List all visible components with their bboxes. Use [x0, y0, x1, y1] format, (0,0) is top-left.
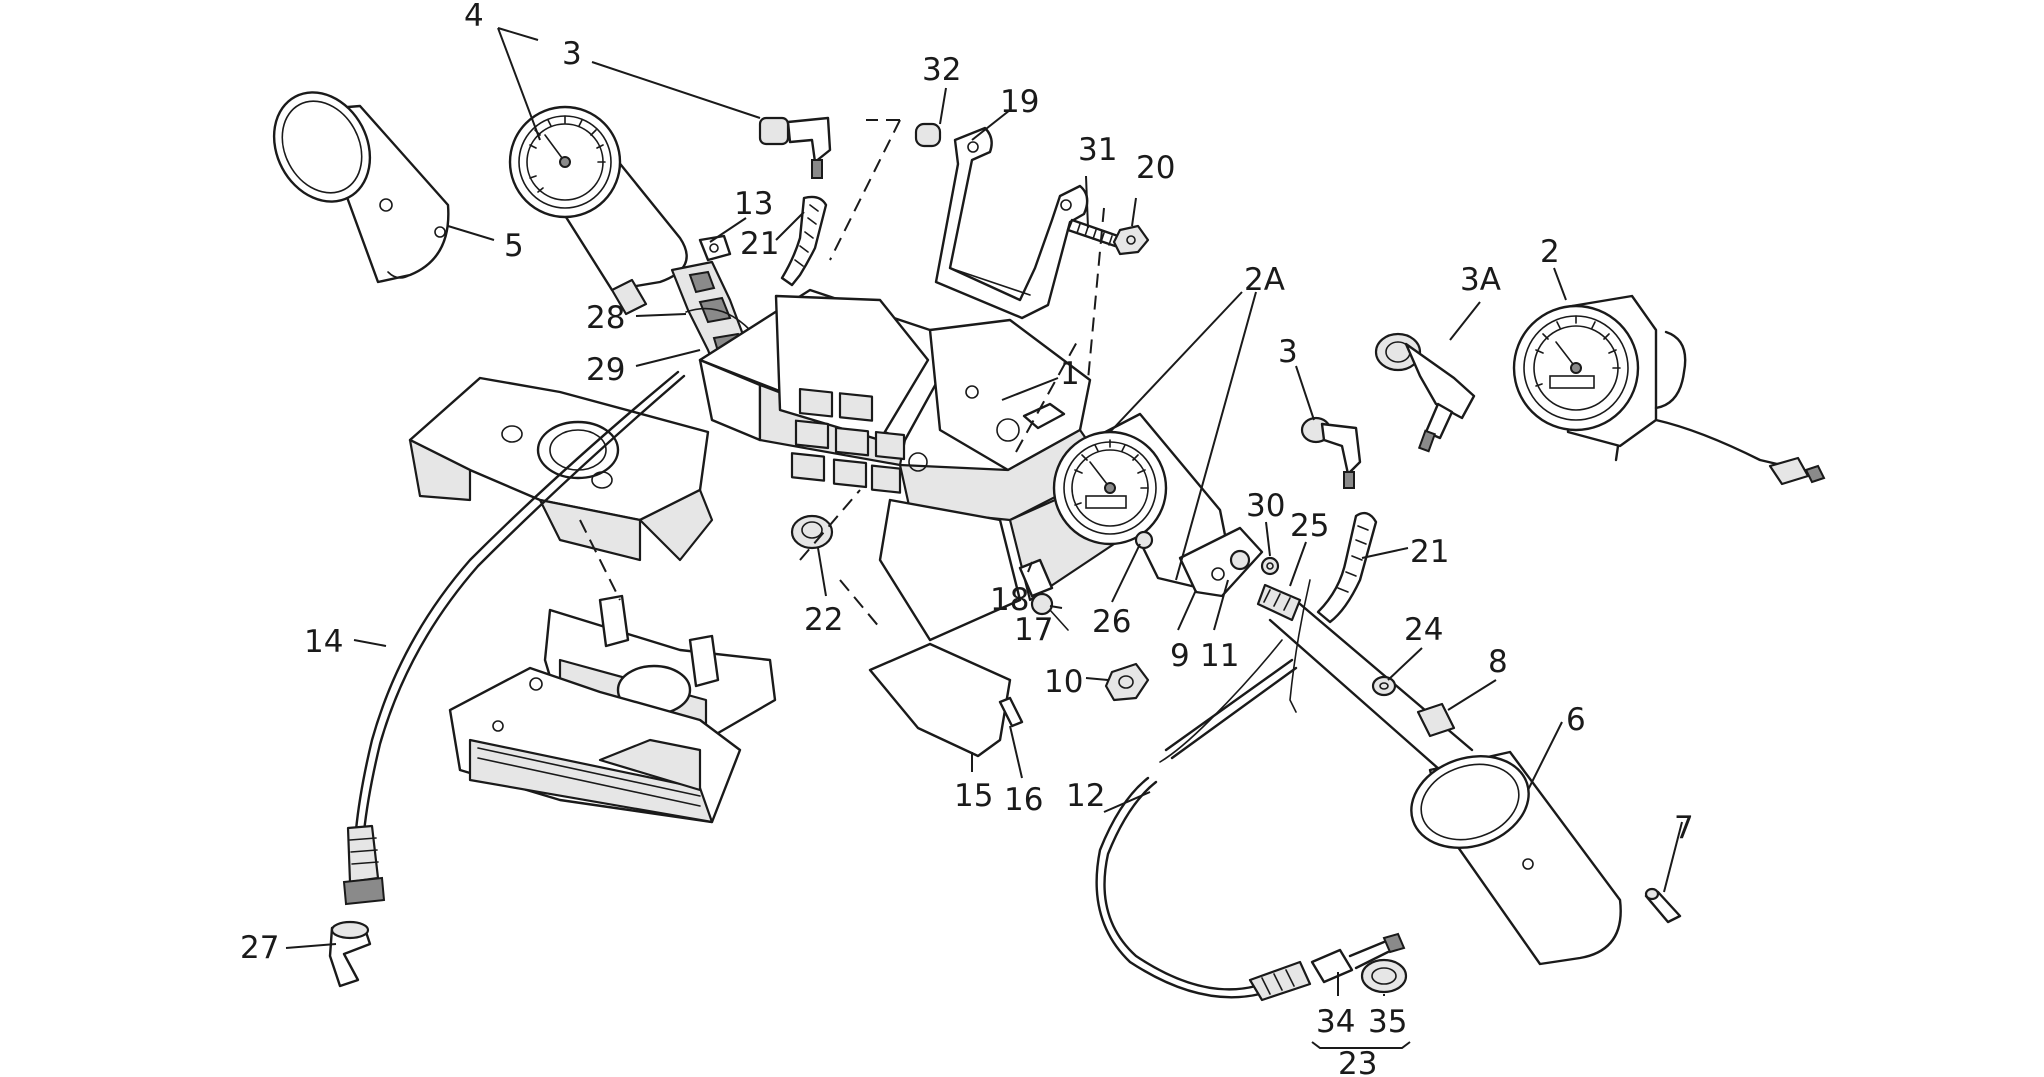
callout-8: 8: [1488, 644, 1508, 680]
callout-31: 31: [1078, 132, 1117, 168]
callout-3A: 3A: [1460, 262, 1501, 298]
callout-16: 16: [1004, 782, 1043, 818]
part-34-drive: [1310, 932, 1406, 984]
callout-35: 35: [1368, 1004, 1407, 1040]
part-24-washer: [1371, 675, 1397, 697]
callout-19: 19: [1000, 84, 1039, 120]
wiring-bundle: [1159, 639, 1283, 763]
callout-2A: 2A: [1244, 262, 1285, 298]
callout-12: 12: [1066, 778, 1105, 814]
part-6-cup-cover: [1410, 750, 1622, 966]
callout-13: 13: [734, 186, 773, 222]
callout-22: 22: [804, 602, 843, 638]
part-31-screw: [1066, 218, 1120, 248]
part-7-screw: [1644, 887, 1682, 924]
leader-lines: [285, 27, 1683, 1049]
callout-7: 7: [1674, 810, 1694, 846]
part-21-hose-right: [1316, 511, 1378, 624]
callout-25: 25: [1290, 508, 1329, 544]
callout-21-right: 21: [1410, 534, 1449, 570]
callout-32: 32: [922, 52, 961, 88]
callout-20: 20: [1136, 150, 1175, 186]
part-14-cable-left: [342, 370, 686, 906]
stem-tube: [1268, 579, 1474, 772]
callout-11: 11: [1200, 638, 1239, 674]
part-3-cable-drive-right: [1300, 416, 1362, 489]
part-20-nut: [1112, 224, 1150, 256]
callout-4: 4: [464, 0, 484, 34]
part-8-spacer: [1416, 702, 1456, 738]
part-16-screw: [998, 696, 1024, 728]
part-15-lower-guard: [868, 642, 1012, 758]
callout-9: 9: [1170, 638, 1190, 674]
callout-10: 10: [1044, 664, 1083, 700]
part-25-adapter: [1256, 583, 1302, 622]
indicator-lamps: [790, 387, 906, 494]
callout-18: 18: [990, 582, 1029, 618]
callout-23: 23: [1338, 1046, 1377, 1077]
callout-1: 1: [1060, 356, 1080, 392]
callout-3-right: 3: [1278, 334, 1298, 370]
callout-17: 17: [1014, 612, 1053, 648]
part-4-tachometer: [508, 105, 688, 316]
part-12-cable-right: [1095, 658, 1312, 1002]
part-2-speedometer-alt: [1512, 294, 1826, 486]
callout-14: 14: [304, 624, 343, 660]
callout-28: 28: [586, 300, 625, 336]
callout-15: 15: [954, 778, 993, 814]
part-5-cup-cover: [272, 91, 450, 284]
callout-3: 3: [562, 36, 582, 72]
callout-2: 2: [1540, 234, 1560, 270]
callout-29: 29: [586, 352, 625, 388]
part-18-17-bulb: [1018, 558, 1069, 631]
callout-6: 6: [1566, 702, 1586, 738]
callout-34: 34: [1316, 1004, 1355, 1040]
callout-5: 5: [504, 228, 524, 264]
callout-labels: 4 3 5 32 19 31 20 13 21 28 29 1 2A 3 3A …: [240, 0, 1694, 1077]
part-3a-cable-drive-alt: [1374, 332, 1476, 453]
main-mounting-plate: [878, 318, 1122, 642]
part-2a-speedometer: [1052, 412, 1234, 590]
handlebar-clamp-cover: [448, 666, 742, 824]
handlebar-top-bracket: [408, 376, 714, 562]
part-3-cable-drive-top: [758, 116, 832, 287]
warning-light-panel: [698, 288, 962, 494]
part-9-11-30-bracket: [1178, 526, 1280, 598]
part-27-adaptor: [328, 920, 372, 988]
callout-24: 24: [1404, 612, 1443, 648]
part-22-grommet: [790, 514, 834, 550]
part-10-bush: [1104, 662, 1150, 702]
dashed-guide-lines: [579, 119, 1105, 629]
part-35-ring: [1360, 958, 1408, 994]
callout-27: 27: [240, 930, 279, 966]
callout-21-left: 21: [740, 226, 779, 262]
callout-30: 30: [1246, 488, 1285, 524]
part-19-bracket: [914, 122, 1089, 320]
callout-26: 26: [1092, 604, 1131, 640]
